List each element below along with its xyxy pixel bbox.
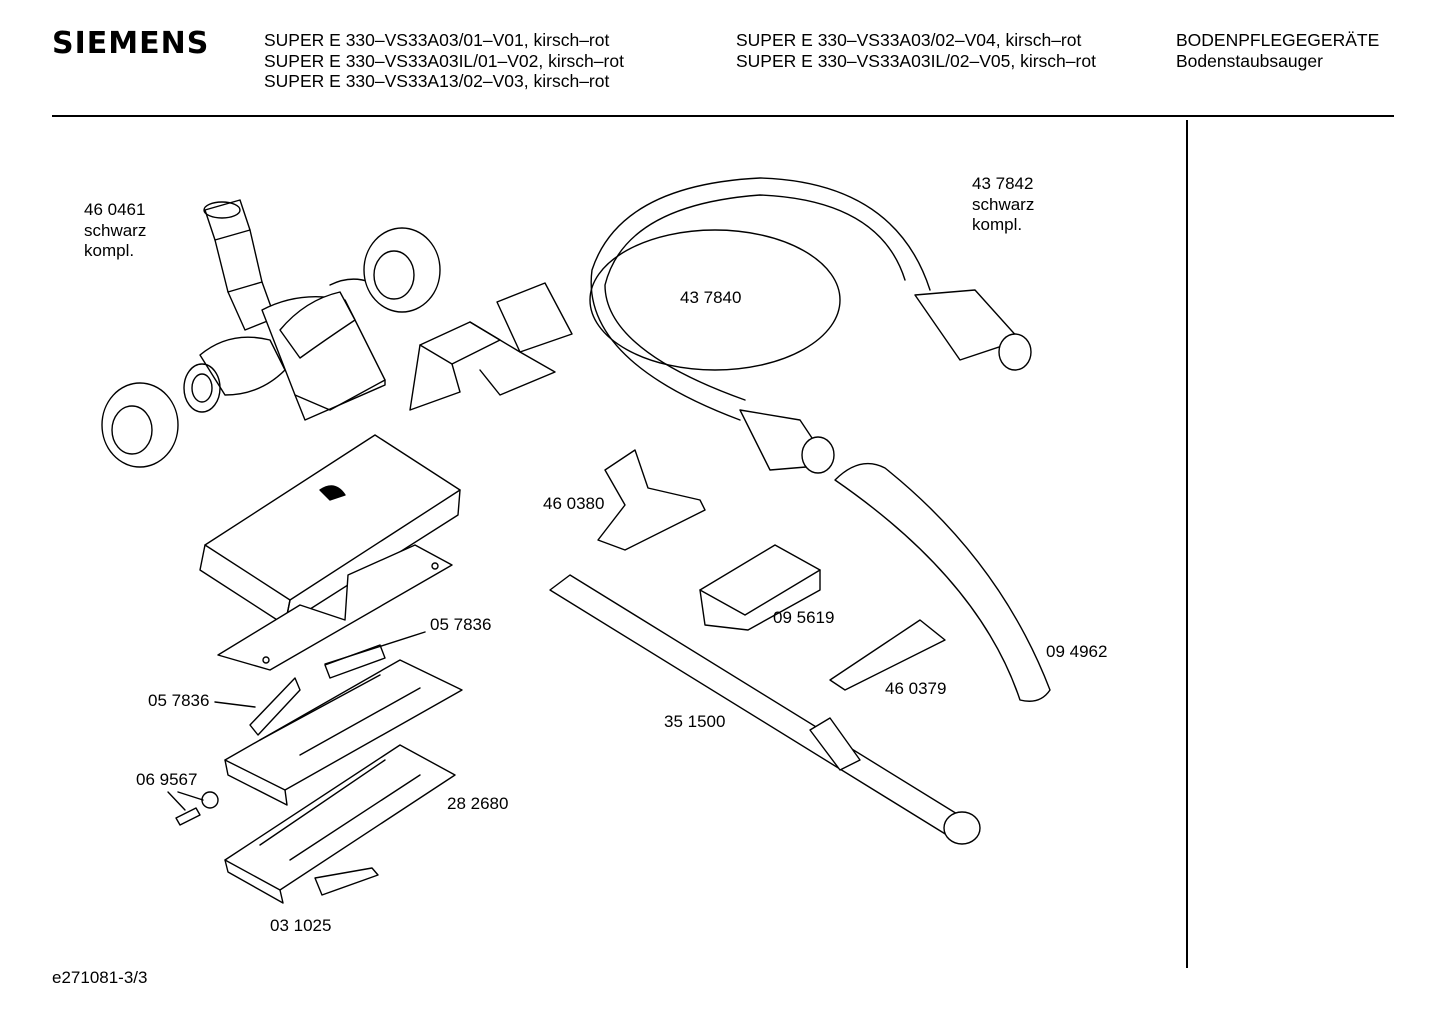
part-label-437842: 43 7842 schwarz kompl. — [972, 174, 1035, 234]
part-label-282680: 28 2680 — [447, 794, 509, 813]
model-list-1: SUPER E 330–VS33A03/01–V01, kirsch–rot S… — [264, 30, 624, 92]
part-label-460461: 46 0461 schwarz kompl. — [84, 200, 147, 260]
side-rule — [1186, 120, 1188, 968]
model-line: SUPER E 330–VS33A03IL/02–V05, kirsch–rot — [736, 50, 1096, 71]
part-label-094962: 09 4962 — [1046, 642, 1108, 661]
category-block: BODENPFLEGEGERÄTE Bodenstaubsauger — [1176, 30, 1379, 71]
model-line: SUPER E 330–VS33A03/02–V04, kirsch–rot — [736, 30, 1082, 50]
part-label-069567: 06 9567 — [136, 770, 198, 789]
header-rule — [52, 115, 1394, 117]
part-label-460379: 46 0379 — [885, 679, 947, 698]
nozzle-cover-plate — [199, 434, 461, 626]
part-label-437840: 43 7840 — [680, 288, 742, 307]
part-label-460380: 46 0380 — [543, 494, 605, 513]
siemens-logo: SIEMENS — [52, 26, 210, 61]
leader-lines — [167, 631, 426, 811]
hose-handle — [834, 462, 1051, 702]
suction-hose — [589, 177, 1032, 474]
nozzle-insert-bracket — [409, 282, 573, 411]
floor-nozzle-assembly — [101, 199, 441, 468]
telescopic-tube — [549, 574, 981, 845]
sole-plate-lower — [224, 744, 456, 904]
category-subtitle: Bodenstaubsauger — [1176, 50, 1323, 71]
roller-pins — [175, 791, 219, 826]
seal-strip — [314, 867, 379, 896]
part-label-057836-lower: 05 7836 — [148, 691, 210, 710]
part-label-057836-upper: 05 7836 — [430, 615, 492, 634]
drawing-number: e271081-3/3 — [52, 968, 148, 987]
sole-plate-upper — [224, 659, 463, 806]
part-label-351500: 35 1500 — [664, 712, 726, 731]
model-line: SUPER E 330–VS33A03/01–V01, kirsch–rot — [264, 30, 610, 50]
category-title: BODENPFLEGEGERÄTE — [1176, 30, 1380, 50]
part-label-031025: 03 1025 — [270, 916, 332, 935]
upholstery-nozzle — [597, 449, 706, 551]
model-line: SUPER E 330–VS33A03IL/01–V02, kirsch–rot — [264, 50, 624, 71]
gasket-plate — [217, 544, 453, 671]
dusting-brush — [699, 544, 821, 631]
model-list-2: SUPER E 330–VS33A03/02–V04, kirsch–rot S… — [736, 30, 1096, 71]
crevice-nozzle — [829, 619, 946, 691]
brush-strip-b — [249, 677, 301, 736]
model-line: SUPER E 330–VS33A13/02–V03, kirsch–rot — [264, 71, 610, 91]
part-label-095619: 09 5619 — [773, 608, 835, 627]
